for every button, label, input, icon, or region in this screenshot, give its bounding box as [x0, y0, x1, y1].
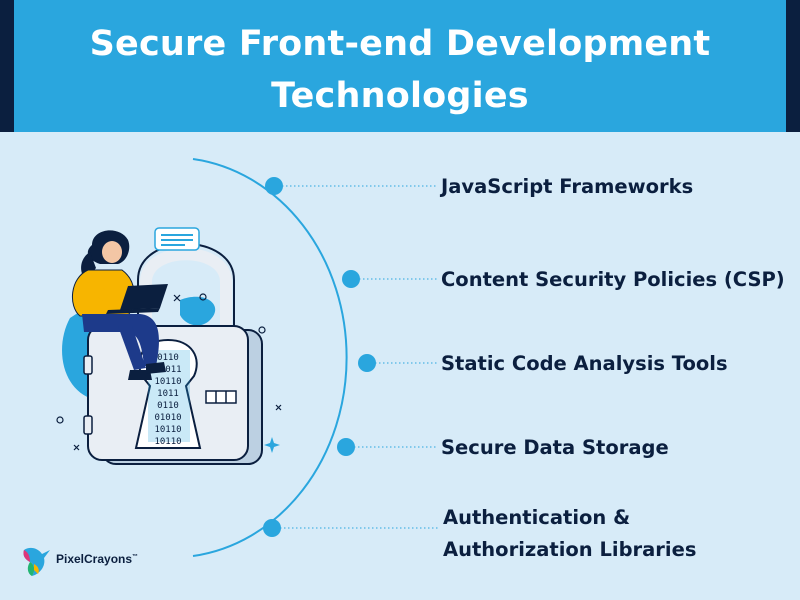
diagram-canvas: 0110 01011 10110 1011 0110 01010 10110 1… [56, 158, 438, 557]
binary-row-4: 0110 [157, 401, 179, 411]
node-0 [265, 177, 283, 195]
binary-row-6: 10110 [154, 425, 181, 435]
security-illustration: 0110 01011 10110 1011 0110 01010 10110 1… [56, 227, 282, 465]
brand-logo: PixelCrayons™ [20, 540, 140, 580]
brand-name: PixelCrayons™ [56, 552, 139, 566]
node-2 [358, 354, 376, 372]
sparkle-decorations [56, 293, 282, 451]
item-label-javascript-frameworks: JavaScript Frameworks [441, 175, 694, 198]
binary-row-1: 01011 [154, 365, 181, 375]
page-title: Secure Front-end Development Technologie… [89, 24, 711, 116]
item-label-secure-data-storage: Secure Data Storage [441, 436, 669, 459]
header-band [14, 0, 786, 132]
header: Secure Front-end Development Technologie… [0, 0, 800, 132]
item-label-authentication-libraries: Authentication & Authorization Libraries [443, 506, 697, 561]
binary-row-2: 10110 [154, 377, 181, 387]
node-4 [263, 519, 281, 537]
chat-bubble-icon [154, 227, 200, 251]
sparkle-star [264, 437, 280, 453]
node-1 [342, 270, 360, 288]
node-3 [337, 438, 355, 456]
lock-icon [83, 243, 263, 465]
laptop-icon [106, 284, 168, 314]
binary-row-3: 1011 [157, 389, 179, 399]
binary-row-0: 0110 [157, 353, 179, 363]
hummingbird-logo-icon [23, 547, 50, 576]
binary-row-5: 01010 [154, 413, 181, 423]
item-label-content-security-policies: Content Security Policies (CSP) [441, 268, 785, 291]
item-label-static-code-analysis: Static Code Analysis Tools [441, 352, 728, 375]
binary-row-7: 10110 [154, 437, 181, 447]
background-blob-right [180, 296, 216, 326]
person-icon [72, 230, 166, 380]
